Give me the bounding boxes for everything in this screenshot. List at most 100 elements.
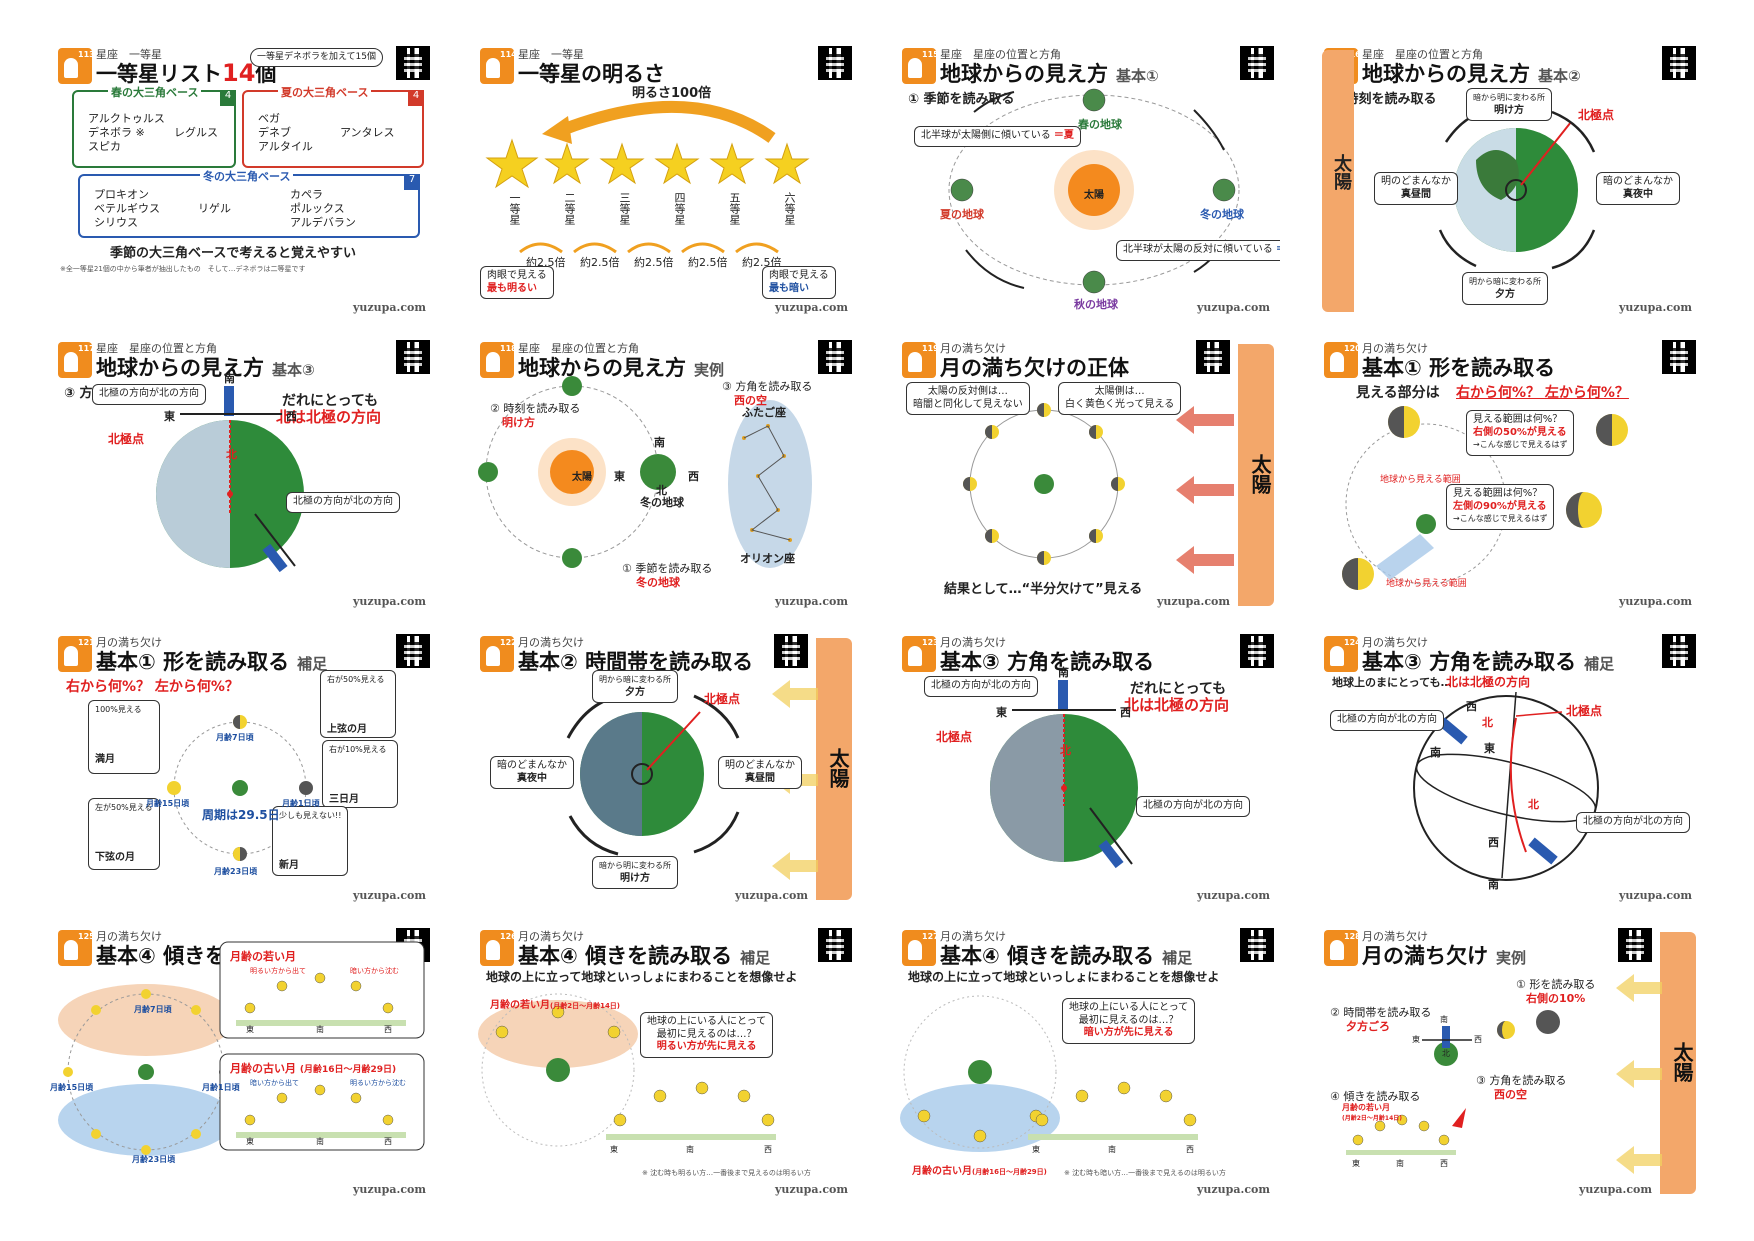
- spring-group: 春の大三角ベース 4 アルクトゥルス デネボラ ※ スピカ レグルス: [72, 84, 236, 168]
- card-category: 月の満ち欠け: [96, 636, 162, 649]
- card-title: 基本① 形を読み取る: [1362, 356, 1556, 380]
- star-class-label: 三等星: [618, 192, 631, 225]
- moon-tilt-diagram: [478, 993, 776, 1147]
- age-label: 月齢15日頃: [50, 1083, 94, 1092]
- caption: 季節の大三角ベースで考えると覚えやすい: [110, 246, 356, 261]
- dawn-box: 暗から明に変わる所明け方: [1466, 88, 1552, 121]
- card-category: 月の満ち欠け: [1362, 342, 1428, 355]
- direction-label: 南: [1396, 1159, 1404, 1168]
- winter-group: 冬の大三角ベース 7 プロキオン ベテルギウス シリウス リゲル カペラ ポルッ…: [78, 168, 420, 238]
- footer-url: yuzupa.com: [775, 301, 848, 314]
- night-box: 暗のどまんなか真夜中: [490, 756, 574, 789]
- card-badge: 121: [58, 636, 95, 672]
- star-label: デネブ: [258, 126, 291, 139]
- card-badge: 113: [58, 48, 95, 84]
- constellation-label: オリオン座: [740, 552, 795, 565]
- star-label: ベテルギウス: [94, 202, 160, 215]
- direction-label: 東: [1484, 742, 1495, 755]
- card-123: 123 月の満ち欠け 基本③ 方角を読み取る だれにとっても 北は北極の方向 南…: [894, 628, 1280, 908]
- card-category: 星座 一等星: [518, 48, 584, 61]
- lead-text: 地球の上に立って地球といっしょにまわることを想像せよ: [486, 970, 798, 984]
- star-label: レグルス: [174, 126, 218, 139]
- qr-code-icon: [396, 634, 430, 668]
- direction-label: 北: [1528, 798, 1539, 811]
- footer-url: yuzupa.com: [353, 889, 426, 902]
- direction-label: 西: [1488, 836, 1499, 849]
- dark-side-box: 太陽の反対側は…暗闇と同化して見えない: [906, 382, 1030, 415]
- darkest-box: 肉眼で見える最も暗い: [762, 266, 836, 299]
- qr-code-icon: [1662, 46, 1696, 80]
- question: 見える部分は: [1356, 385, 1440, 401]
- direction-label: 西: [384, 1025, 392, 1034]
- card-category: 月の満ち欠け: [96, 930, 162, 943]
- pole-label: 北極点: [704, 692, 741, 706]
- direction-label: 西: [1120, 706, 1131, 719]
- question: 右から何%？ 左から何%？: [1456, 385, 1629, 401]
- footer-url: yuzupa.com: [1197, 889, 1270, 902]
- star-label: プロキオン: [94, 188, 149, 201]
- footer-url: yuzupa.com: [1619, 301, 1692, 314]
- direction-label: 西: [688, 470, 699, 483]
- card-122: 122 月の満ち欠け 基本② 時間帯を読み取る 太陽 北極点 明から暗に変わる所…: [472, 628, 858, 908]
- brightness-diagram: [485, 100, 810, 254]
- pole-label: 北極点: [1566, 704, 1603, 718]
- note-bubble: 一等星デネボラを加えて15個: [250, 48, 384, 68]
- phase-box: 右が10%見える三日月: [322, 740, 398, 808]
- note: ※ 沈む時も明るい方…一番後まで見えるのは明るい方: [642, 1169, 811, 1177]
- card-category: 星座 星座の位置と方角: [1362, 48, 1483, 61]
- step-label: ② 時刻を読み取る: [490, 402, 581, 415]
- phase-box: 右が50%見える上弦の月: [320, 670, 396, 738]
- day-box: 明のどまんなか真昼間: [1374, 172, 1458, 205]
- card-115: 115 星座 星座の位置と方角 地球からの見え方基本① ① 季節を読み取る 太陽…: [894, 40, 1280, 320]
- star-label: デネボラ ※: [88, 126, 145, 139]
- pole-label: 北極点: [936, 730, 973, 744]
- direction-label: 東: [1352, 1159, 1360, 1168]
- step-answer: 月齢の若い月(月齢2日〜月齢14日): [1342, 1103, 1403, 1122]
- footer-url: yuzupa.com: [1619, 889, 1692, 902]
- card-title: 基本① 形を読み取る補足: [96, 650, 328, 674]
- step-label: ② 時刻を読み取る: [1330, 92, 1437, 107]
- card-category: 月の満ち欠け: [1362, 930, 1428, 943]
- orbit-diagram: [948, 88, 1240, 294]
- card-category: 星座 星座の位置と方角: [518, 342, 639, 355]
- card-119: 119 月の満ち欠け 月の満ち欠けの正体 太陽 太陽の反: [894, 334, 1280, 614]
- card-badge: 126: [480, 930, 517, 966]
- card-badge: 123: [902, 636, 939, 672]
- step-answer: 右側の10%: [1526, 992, 1586, 1005]
- direction-label: 南: [686, 1145, 694, 1154]
- result-box: 見える範囲は何%？右側の50%が見える→こんな感じで見えるはず: [1466, 410, 1575, 456]
- card-title: 一等星リスト14個: [96, 59, 277, 87]
- direction-label: 南: [1108, 1145, 1116, 1154]
- tilt-note: 暗い方から出て: [250, 1079, 299, 1087]
- direction-label: 東: [246, 1137, 254, 1146]
- card-126: 126 月の満ち欠け 基本④ 傾きを読み取る補足 地球の上に立って地球といっしょ…: [472, 922, 858, 1202]
- season-label: 秋の地球: [1074, 298, 1118, 311]
- season-label: 春の地球: [1078, 118, 1122, 131]
- footer-url: yuzupa.com: [775, 595, 848, 608]
- footer-url: yuzupa.com: [735, 889, 808, 902]
- card-title: 月の満ち欠けの正体: [940, 356, 1129, 380]
- star-label: ポルックス: [290, 202, 345, 215]
- north-box: 北極の方向が北の方向: [1330, 710, 1444, 731]
- constellation-label: ふたご座: [742, 406, 786, 419]
- winter-count: 7: [404, 174, 420, 190]
- direction-label: 南: [316, 1137, 324, 1146]
- sun-bar: 太陽: [816, 638, 852, 900]
- sun-label: 太陽: [1331, 154, 1352, 190]
- speech-box: 地球の上にいる人にとって最初に見えるのは…？暗い方が先に見える: [1062, 998, 1196, 1044]
- summer-count: 4: [408, 90, 424, 106]
- direction-label: 南: [1440, 1015, 1448, 1024]
- card-127: 127 月の満ち欠け 基本④ 傾きを読み取る補足 地球の上に立って地球といっしょ…: [894, 922, 1280, 1202]
- card-badge: 118: [480, 342, 517, 378]
- night-box: 暗のどまんなか真夜中: [1596, 172, 1680, 205]
- card-114: 114 星座 一等星 一等星の明るさ 明るさ100倍 一等星 二等星 三等星 四…: [472, 40, 858, 320]
- winter-heading: 冬の大三角ベース: [200, 168, 294, 184]
- footer-url: yuzupa.com: [1579, 1183, 1652, 1196]
- north-box: 北極の方向が北の方向: [924, 676, 1038, 697]
- step-label: ③ 方角を読み取る: [1476, 1074, 1567, 1087]
- step-label: ① 季節を読み取る: [622, 562, 713, 575]
- card-title: 基本③ 方角を読み取る: [940, 650, 1155, 674]
- heading: 北は北極の方向: [276, 408, 382, 426]
- direction-label: 東: [1032, 1145, 1040, 1154]
